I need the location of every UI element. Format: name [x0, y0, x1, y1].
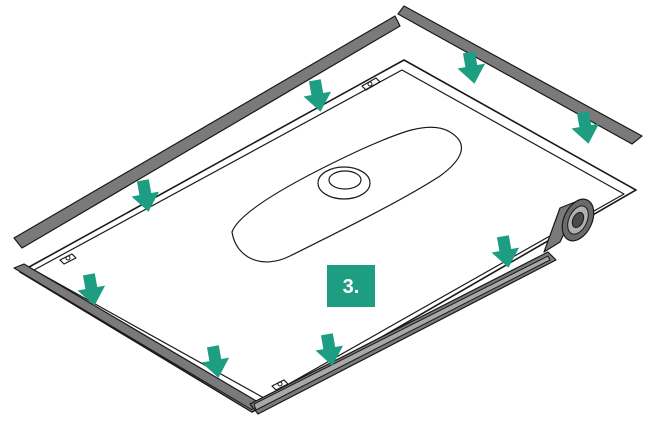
tape-strip-bottom-right-highlight — [253, 255, 551, 411]
press-down-arrow-icon — [457, 51, 486, 84]
clip-left — [59, 253, 77, 265]
step-badge-box — [327, 265, 375, 307]
press-down-arrow-icon — [571, 111, 600, 144]
step-number: 3. — [343, 276, 360, 298]
press-down-arrow-icon — [77, 273, 106, 306]
press-down-arrow-icon — [201, 345, 230, 378]
center-mount-inner-ring — [328, 170, 362, 190]
press-down-arrow-icon — [315, 333, 344, 366]
step-badge: 3. — [327, 265, 375, 307]
tape-strip-top-left — [13, 15, 401, 249]
center-base-plate — [231, 126, 462, 263]
center-mount-outer-ring — [317, 166, 371, 200]
panel-inner-outline — [33, 69, 625, 399]
tape-roll-icon — [543, 198, 595, 253]
press-down-arrow-icon — [131, 179, 160, 212]
tape-roll-core — [571, 211, 585, 229]
clip-bottom — [271, 379, 289, 391]
press-down-arrow-icon — [303, 79, 332, 112]
clip-top — [361, 77, 381, 91]
arrow-group — [77, 51, 600, 378]
panel-outer-outline — [19, 59, 637, 413]
tape-strip-top-right — [397, 5, 643, 145]
press-down-arrow-icon — [491, 235, 520, 268]
